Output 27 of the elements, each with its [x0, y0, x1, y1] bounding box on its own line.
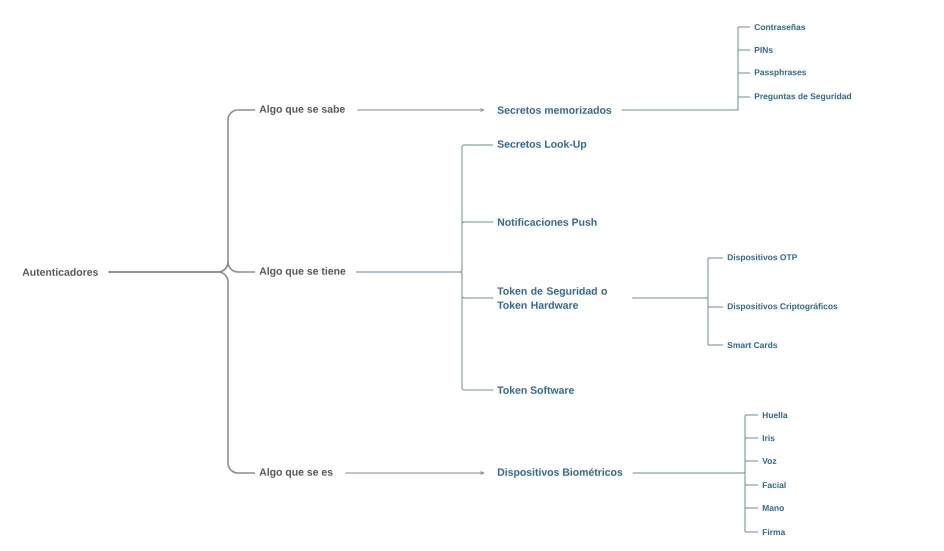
- item-text: Firma: [762, 528, 786, 536]
- category-text: Algo que se es: [259, 468, 333, 478]
- item-text: Dispositivos Criptográficos: [728, 302, 838, 311]
- item-text: Contraseñas: [754, 24, 806, 30]
- item-text: Mano: [762, 505, 784, 511]
- item-text: Voz: [762, 458, 776, 464]
- item-text: Dispositivos Biométricos: [498, 468, 622, 478]
- category-text: Autenticadores: [22, 268, 98, 276]
- item-text: Passphrases: [754, 69, 806, 77]
- item-text: Smart Cards: [727, 342, 778, 348]
- item-text: Token de Seguridad o Token Hardware: [497, 287, 608, 309]
- item-text: Facial: [762, 482, 786, 488]
- category-text: Algo que se sabe: [259, 105, 345, 115]
- item-text: Secretos memorizados: [498, 106, 612, 114]
- bracket-line: [108, 271, 255, 474]
- item-text: Huella: [762, 412, 788, 418]
- item-text: Notificaciones Push: [498, 218, 597, 226]
- item-text: Preguntas de Seguridad: [754, 93, 852, 101]
- item-text: PINs: [754, 47, 773, 53]
- bracket-line: [621, 96, 750, 110]
- bracket-line: [356, 272, 494, 390]
- item-text: Secretos Look-Up: [498, 140, 586, 150]
- bracket-line: [632, 298, 724, 346]
- item-text: Token Software: [497, 386, 574, 394]
- item-text: Dispositivos OTP: [728, 254, 798, 262]
- category-text: Algo que se tiene: [259, 267, 346, 277]
- item-text: Iris: [762, 434, 775, 442]
